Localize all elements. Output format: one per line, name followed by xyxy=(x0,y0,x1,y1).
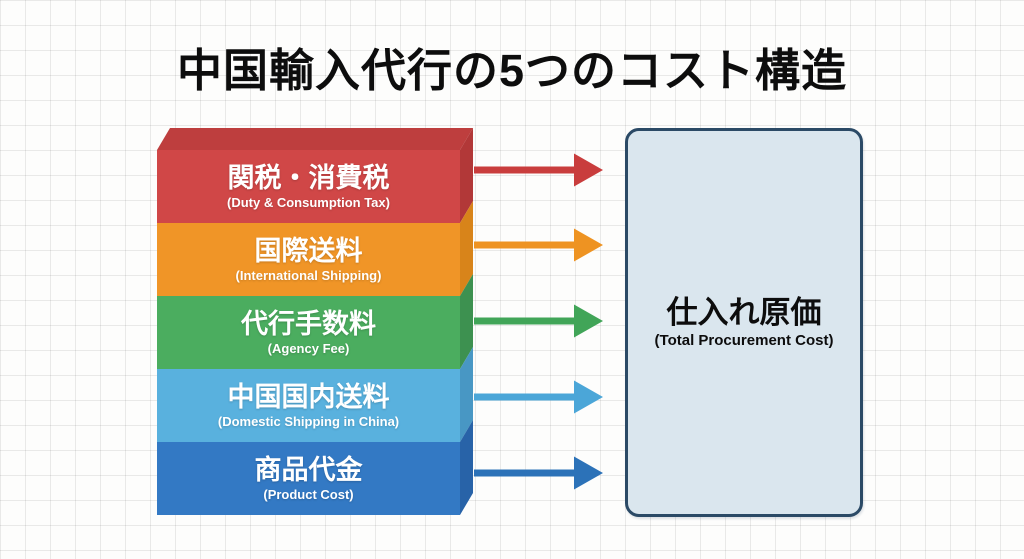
arrow-product-cost xyxy=(474,456,603,490)
layer-side-face-agency-fee xyxy=(460,274,473,369)
layer-side-face-product-cost xyxy=(460,420,473,515)
result-box: 仕入れ原価 (Total Procurement Cost) xyxy=(625,128,863,517)
layer-side-face-domestic-shipping-china xyxy=(460,347,473,442)
page-title: 中国輸入代行の5つのコスト構造 xyxy=(176,45,848,96)
layer-front-face-international-shipping xyxy=(157,223,460,296)
layer-front-face-duty-consumption-tax xyxy=(157,150,460,223)
layer-side-face-international-shipping xyxy=(460,201,473,296)
layer-front-face-product-cost xyxy=(157,442,460,515)
layer-top-face-duty-consumption-tax xyxy=(157,128,473,150)
arrow-duty-consumption-tax xyxy=(474,153,603,187)
layer-side-face-duty-consumption-tax xyxy=(460,128,473,223)
result-box-subtitle: (Total Procurement Cost) xyxy=(654,331,834,349)
layer-front-face-domestic-shipping-china xyxy=(157,369,460,442)
arrow-international-shipping xyxy=(474,228,603,262)
result-box-title: 仕入れ原価 xyxy=(666,294,822,330)
layer-front-face-agency-fee xyxy=(157,296,460,369)
arrow-agency-fee xyxy=(474,304,603,338)
arrow-domestic-shipping-china xyxy=(474,380,603,414)
